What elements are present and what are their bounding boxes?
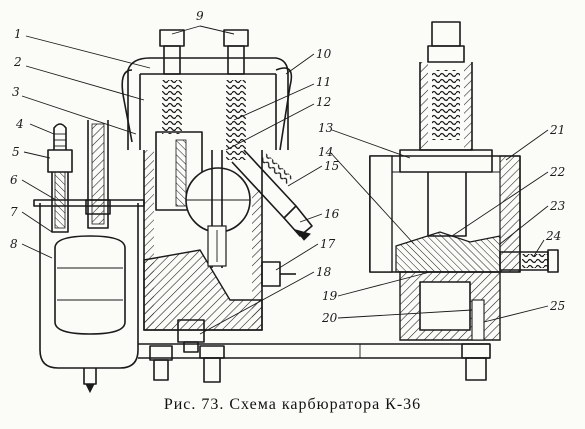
callout-labels: 1 2 3 4 5 6 7 8 9 10 11 12 13 14 15 16 1… [10,9,566,325]
throttle-spring [162,80,182,134]
callout-13: 13 [318,121,334,135]
cable-adjuster-right [223,29,249,75]
callout-22: 22 [549,165,565,179]
float [54,235,126,335]
carburetor-body-front [121,29,313,383]
float-chamber [33,120,145,394]
callout-24: 24 [545,229,561,243]
cable-adjuster-left [159,29,185,75]
callout-20: 20 [321,311,338,325]
lid-clip [275,67,293,151]
callout-15: 15 [324,159,339,173]
callout-25: 25 [549,299,565,313]
air-screw [499,249,559,273]
bottom-plug-left [149,345,173,381]
mixing-chamber [399,271,501,341]
callout-21: 21 [549,123,565,137]
needle-spring [226,80,246,160]
callout-16: 16 [324,207,340,221]
callout-11: 11 [316,75,331,89]
callout-18: 18 [316,265,332,279]
jet-needle [207,150,227,268]
callout-5: 5 [12,145,20,159]
leader-lines [21,25,549,335]
callout-7: 7 [10,205,18,219]
callout-3: 3 [12,85,20,99]
callout-8: 8 [10,237,18,251]
fuel-passage [138,343,490,359]
callout-19: 19 [322,289,338,303]
venturi [185,167,251,233]
idle-screw [261,261,296,287]
main-jet [177,319,205,353]
float-chamber-drain [83,368,97,394]
callout-6: 6 [10,173,18,187]
callout-9: 9 [196,9,204,23]
air-tube [231,149,313,241]
fuel-inlet-fitting [47,123,73,233]
bottom-plug-center [199,345,225,383]
callout-23: 23 [549,199,566,213]
callout-12: 12 [316,95,331,109]
air-intake-bore [369,155,521,273]
tickler-fitting [85,120,111,229]
callout-2: 2 [13,55,22,69]
carburetor-body-side [369,21,559,381]
figure-caption: Рис. 73. Схема карбюратора К-36 [163,396,422,413]
callout-14: 14 [318,145,333,159]
callout-10: 10 [316,47,332,61]
side-spring [432,70,460,140]
callout-4: 4 [15,117,24,131]
callout-1: 1 [14,27,22,41]
callout-17: 17 [320,237,336,251]
